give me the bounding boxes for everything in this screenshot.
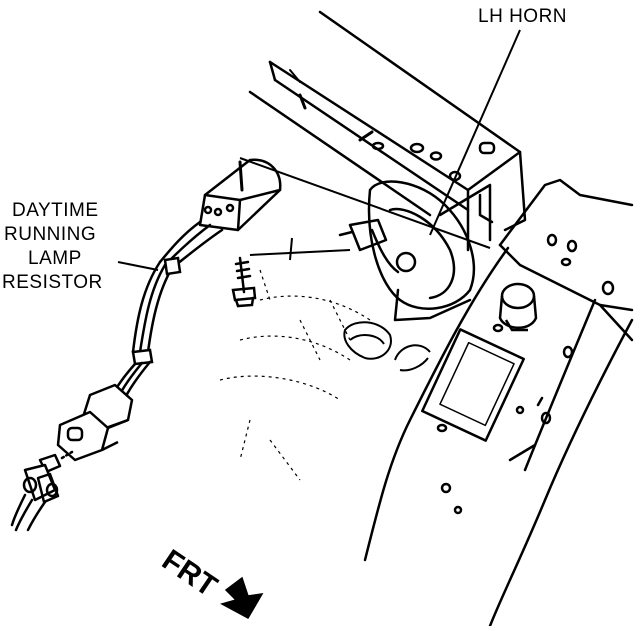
support-lower-edge	[273, 78, 470, 212]
core-support-panel	[363, 178, 634, 628]
fender-contours	[219, 269, 371, 481]
harness-connector	[10, 450, 74, 532]
reservoir-cap	[498, 282, 538, 332]
horn-terminal	[395, 251, 417, 273]
resistor-to-horn-line	[239, 157, 491, 249]
resistor-label-line-4: RESISTOR	[2, 272, 103, 293]
horn-connector	[348, 218, 388, 252]
lh-horn	[338, 180, 475, 322]
front-direction-label: FRT	[156, 543, 223, 603]
mounting-bolt	[231, 256, 257, 308]
resistor-connector	[56, 383, 134, 462]
panel-top	[498, 178, 634, 247]
resistor-label-line-3: LAMP	[28, 248, 82, 269]
horn-body	[367, 180, 475, 310]
panel-label-plate	[421, 328, 525, 442]
support-front-edge	[268, 60, 470, 192]
bolt-to-connector-line	[249, 249, 351, 256]
fender-solid-contours	[289, 237, 431, 372]
upper-radiator-support	[248, 10, 527, 252]
leader-lines	[117, 29, 521, 271]
resistor-label: DAYTIME RUNNING LAMP RESISTOR	[2, 200, 103, 293]
resistor-label-line-2: RUNNING	[4, 224, 96, 245]
resistor-label-line-1: DAYTIME	[12, 200, 99, 221]
wiring-harness	[110, 220, 224, 398]
horn-leader	[429, 29, 521, 236]
resistor-leader	[117, 261, 159, 271]
front-direction-indicator: FRT	[156, 543, 264, 620]
panel-left-edge	[363, 246, 510, 562]
arrow-down-right-icon	[220, 576, 264, 620]
support-top-edge	[318, 10, 522, 154]
lh-horn-label: LH HORN	[478, 6, 567, 27]
daytime-running-lamp-resistor	[198, 158, 282, 232]
